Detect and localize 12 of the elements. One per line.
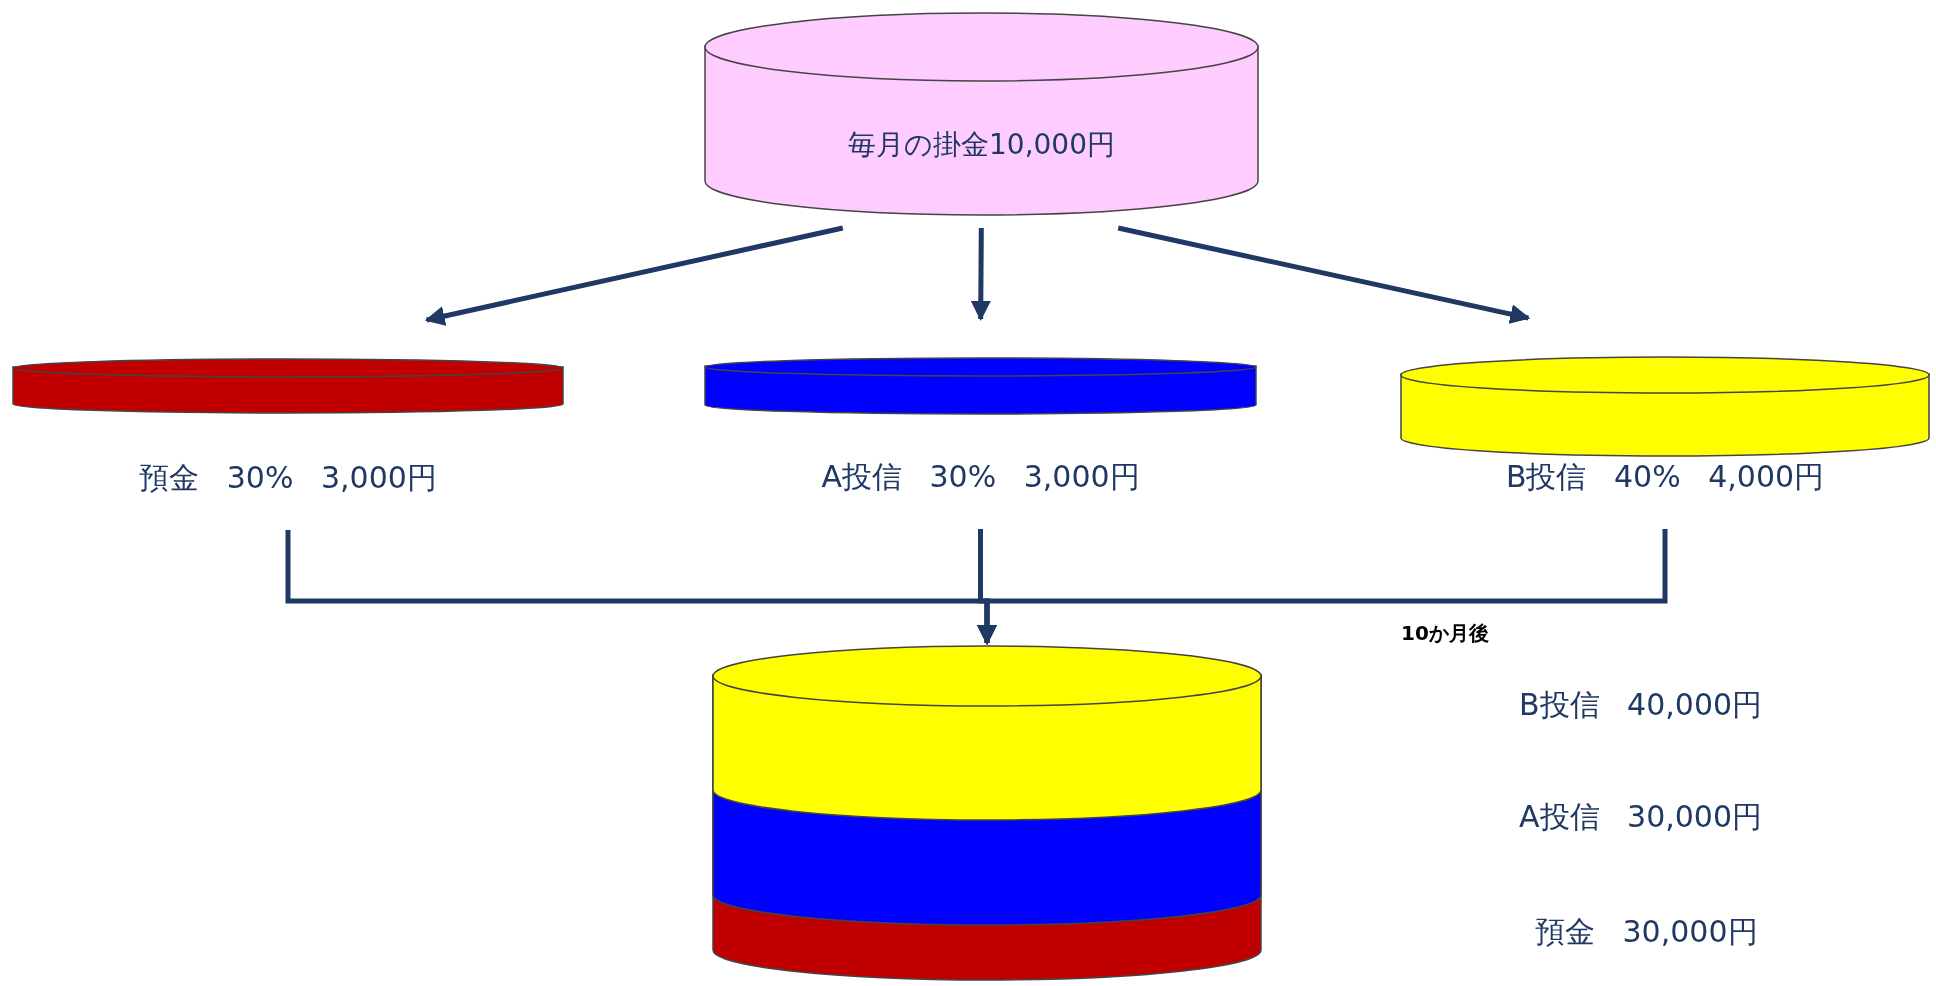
amount-label: 預金 30,000円 <box>1535 913 1758 951</box>
node-label: A投信 30% 3,000円 <box>821 458 1140 496</box>
node-label: B投信 40% 4,000円 <box>1505 458 1825 496</box>
arrow <box>1117 225 1531 324</box>
node-label: 毎月の掛金10,000円 <box>848 127 1115 163</box>
arrow <box>970 228 991 321</box>
arrow <box>977 529 1668 645</box>
arrow <box>424 225 844 326</box>
amount-label: B投信 40,000円 <box>1519 686 1763 724</box>
amount-label: A投信 30,000円 <box>1519 798 1763 836</box>
node-label: 預金 30% 3,000円 <box>139 459 437 497</box>
note-label: 10か月後 <box>1401 620 1489 647</box>
